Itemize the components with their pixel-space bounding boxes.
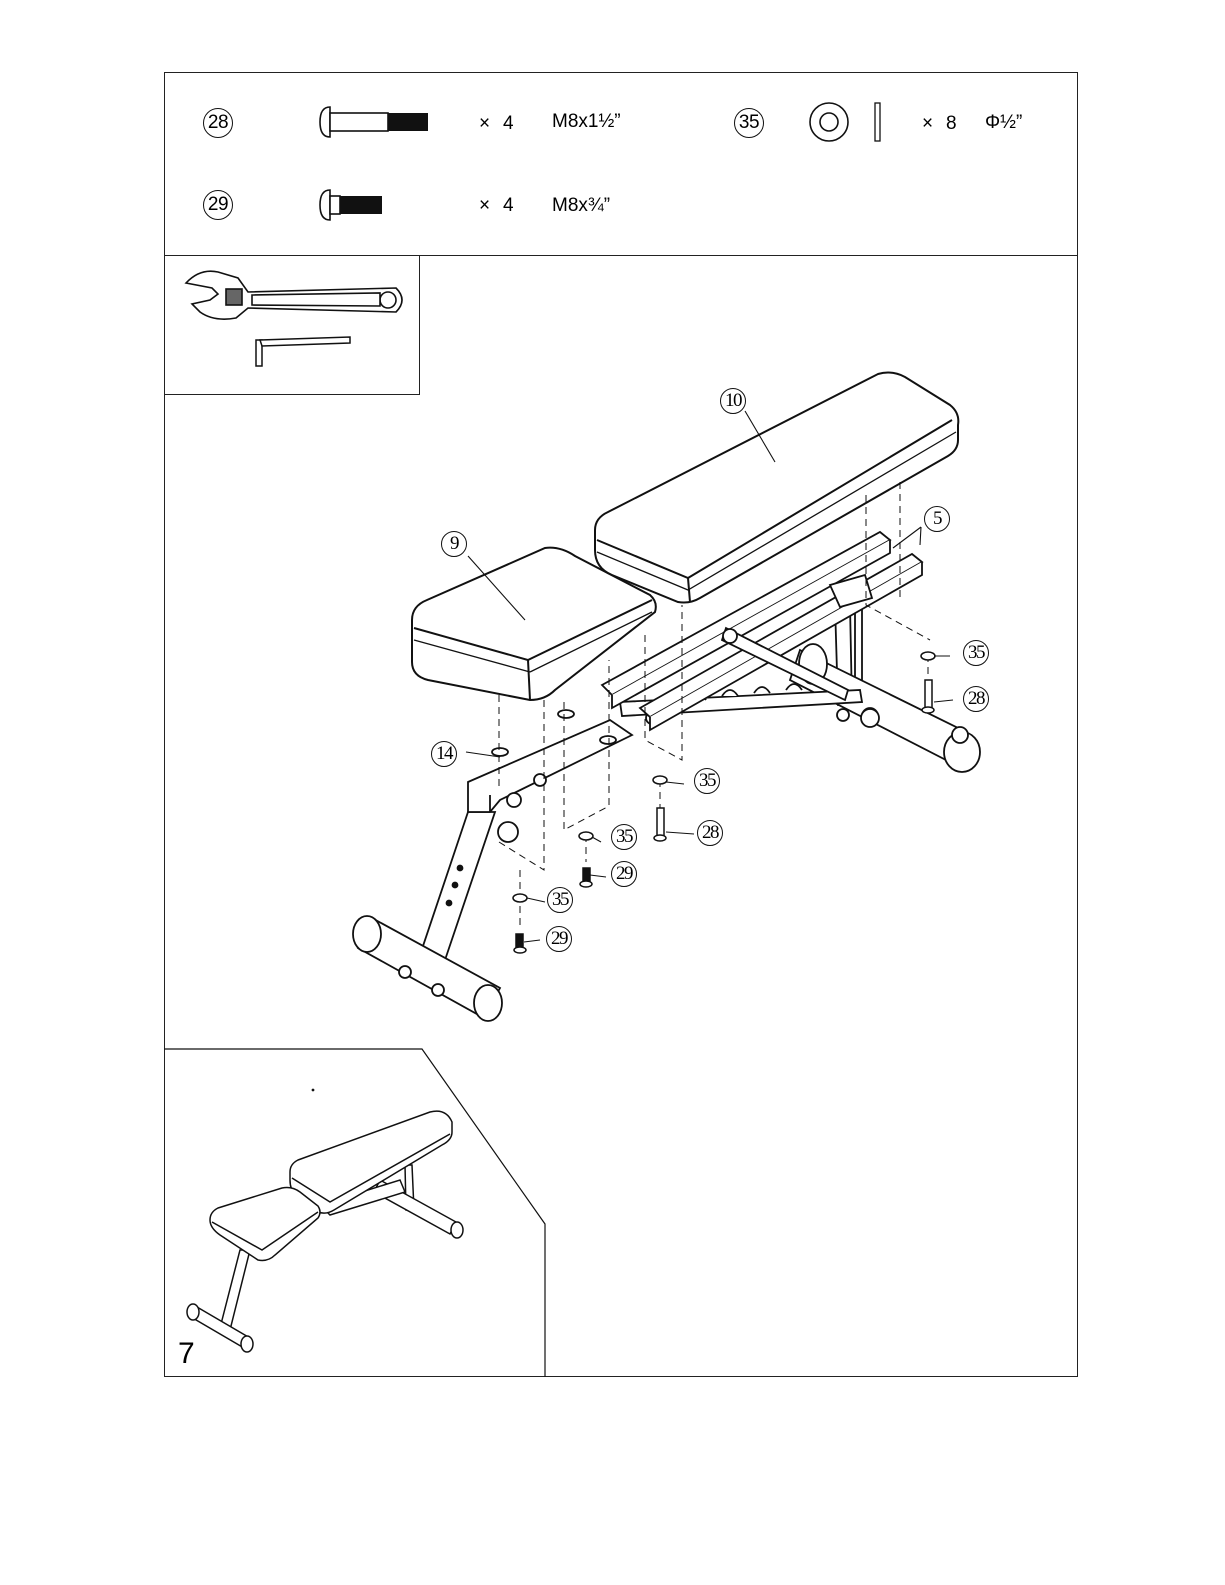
callout-short-bolt: 29	[546, 926, 572, 952]
callout-long-bolt: 28	[697, 820, 723, 846]
callout-frame-rail: 5	[924, 506, 950, 532]
long-bolt-icon	[320, 107, 428, 137]
callout-long-bolt: 28	[963, 686, 989, 712]
callout-back-pad: 10	[720, 388, 746, 414]
short-bolt-icon	[320, 190, 382, 220]
callout-seat-pad: 9	[441, 531, 467, 557]
callout-washer: 35	[963, 640, 989, 666]
wrench-icon	[186, 271, 402, 319]
callout-washer: 35	[694, 768, 720, 794]
allen-key-icon	[256, 337, 350, 366]
assembled-bench-inset	[164, 1049, 545, 1377]
callout-short-bolt: 29	[611, 861, 637, 887]
callout-seat-bracket: 14	[431, 741, 457, 767]
washer-icon	[810, 103, 880, 141]
step-number: 7	[178, 1337, 195, 1371]
callout-washer: 35	[547, 887, 573, 913]
callout-washer: 35	[611, 824, 637, 850]
